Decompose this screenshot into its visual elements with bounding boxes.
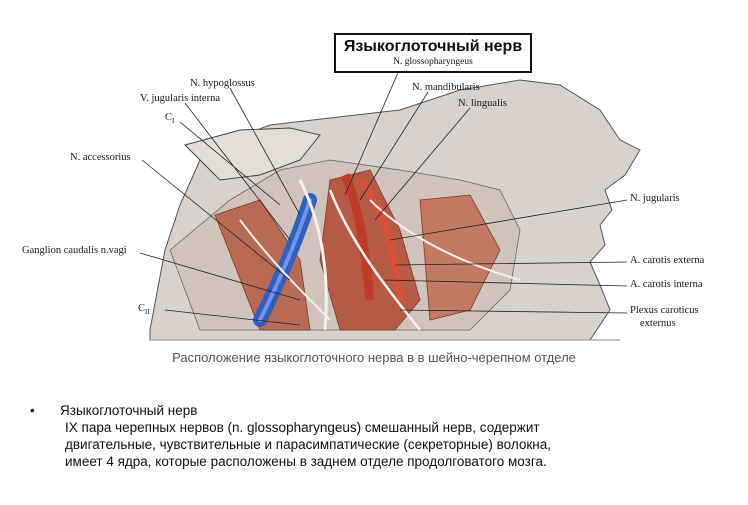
- nerve-3: [369, 199, 521, 281]
- bullet-block: • Языкоглоточный нерв IX пара черепных н…: [30, 402, 730, 470]
- label-jugularis-interna: V. jugularis interna: [140, 93, 221, 104]
- title-sub: N. glossopharyngeus: [393, 57, 473, 67]
- label-carotis-externa: A. carotis externa: [630, 255, 705, 266]
- label-c1: CI: [165, 112, 175, 126]
- bullet-line-2: двигательные, чувствительные и парасимпа…: [65, 437, 551, 452]
- label-mandibularis: N. mandibularis: [412, 82, 480, 93]
- skull-base: [184, 127, 321, 181]
- anatomy-illustration: [139, 67, 641, 341]
- bullet-line-3: имеет 4 ядра, которые расположены в задн…: [65, 454, 547, 469]
- bullet-marker: •: [30, 403, 35, 418]
- label-jugularis: N. jugularis: [630, 193, 680, 204]
- artery-externa: [357, 177, 404, 301]
- nerve-2: [328, 189, 421, 331]
- bullet-description: IX пара черепных нервов (n. glossopharyn…: [65, 419, 730, 470]
- label-c2: CII: [138, 303, 150, 317]
- bullet-heading: Языкоглоточный нерв: [60, 403, 198, 418]
- label-carotis-interna: A. carotis interna: [630, 279, 703, 290]
- label-plexus-line2: externus: [640, 318, 676, 329]
- title-box: Языкоглоточный нерв N. glossopharyngeus: [334, 33, 532, 73]
- title-main: Языкоглоточный нерв: [343, 38, 523, 55]
- label-plexus-line1: Plexus caroticus: [630, 305, 699, 316]
- label-hypoglossus: N. hypoglossus: [190, 78, 255, 89]
- bullet-line-1: IX пара черепных нервов (n. glossopharyn…: [65, 420, 540, 435]
- label-accessorius: N. accessorius: [70, 152, 131, 163]
- label-ganglion: Ganglion caudalis n.vagi: [22, 245, 127, 256]
- artery-interna: [340, 173, 375, 301]
- nerve-1: [298, 179, 328, 331]
- figure-caption: Расположение языкоглоточного нерва в в ш…: [172, 350, 576, 365]
- nerve-4: [239, 219, 331, 321]
- label-lingualis: N. lingualis: [458, 98, 507, 109]
